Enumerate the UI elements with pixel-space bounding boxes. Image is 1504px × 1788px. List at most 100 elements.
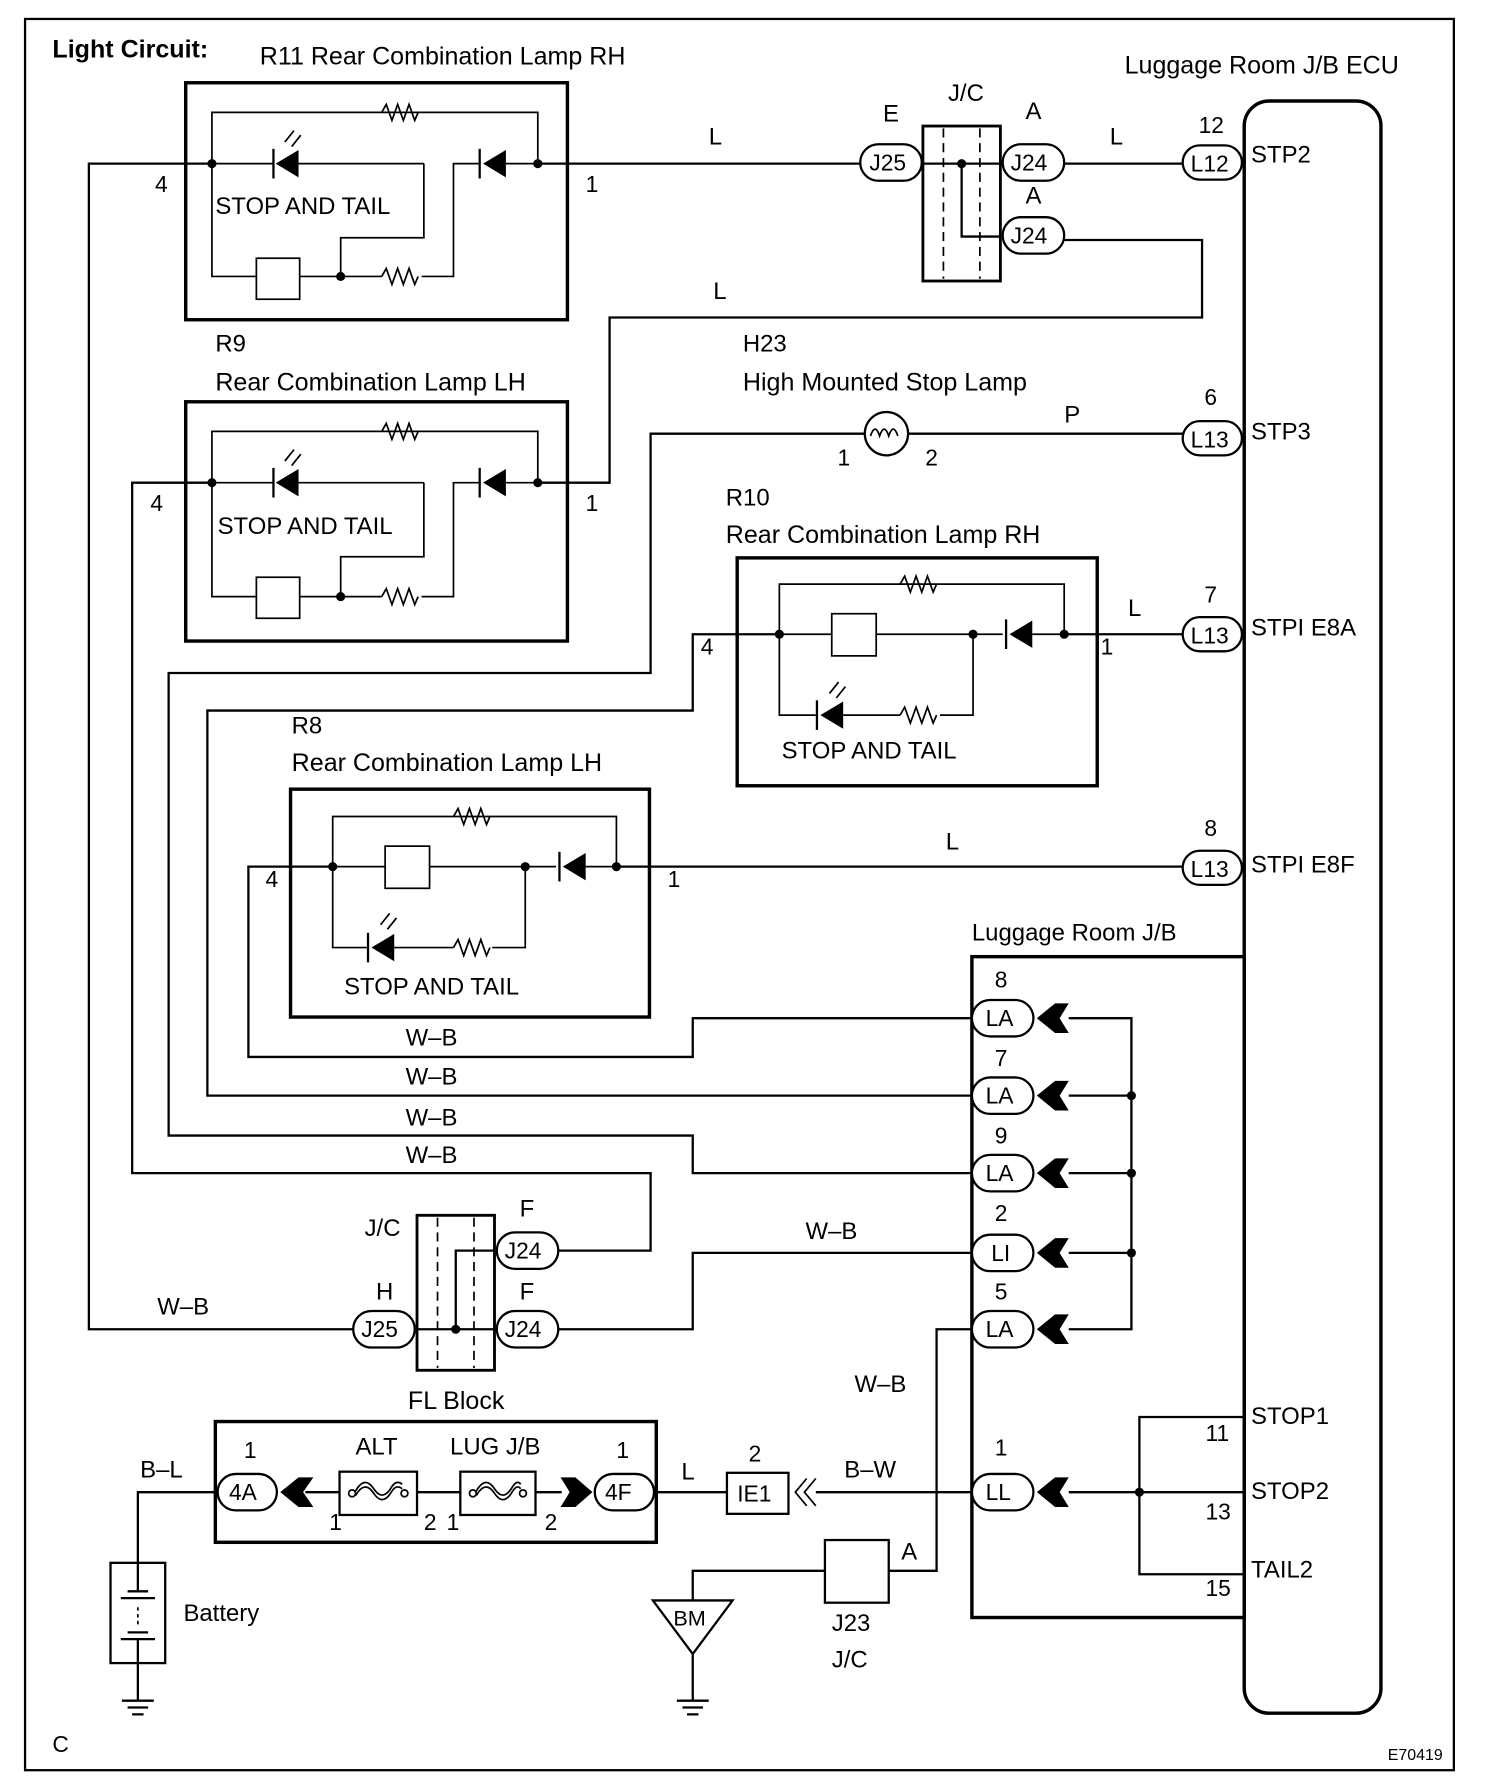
svg-text:STOP AND TAIL: STOP AND TAIL (782, 737, 957, 764)
jb-internal-bus (1068, 1017, 1245, 1576)
svg-text:A: A (1025, 98, 1041, 125)
svg-text:R9: R9 (215, 331, 246, 358)
svg-text:J24: J24 (1011, 149, 1048, 175)
svg-text:J24: J24 (505, 1238, 542, 1264)
wire-labels: L L L P L L W–B W–B W–B W–B W–B W–B W–B … (140, 123, 1141, 1485)
diagram-frame (23, 17, 1456, 1772)
svg-text:1: 1 (329, 1509, 342, 1535)
svg-text:1: 1 (586, 171, 599, 197)
svg-text:4: 4 (701, 634, 714, 660)
svg-text:H23: H23 (743, 331, 787, 358)
figure-code: E70419 (1388, 1747, 1443, 1764)
svg-text:LA: LA (986, 1005, 1015, 1031)
svg-text:STP3: STP3 (1251, 418, 1311, 445)
svg-text:7: 7 (1204, 581, 1217, 607)
svg-text:High Mounted Stop Lamp: High Mounted Stop Lamp (743, 368, 1027, 396)
diagram-title: Light Circuit: (52, 36, 208, 64)
svg-text:W–B: W–B (406, 1104, 458, 1131)
svg-text:J25: J25 (869, 149, 906, 175)
jc-j23: A J23 J/C (823, 1538, 917, 1674)
corner-letter: C (52, 1731, 68, 1757)
svg-text:Rear Combination Lamp RH: Rear Combination Lamp RH (726, 521, 1041, 549)
svg-text:H: H (376, 1279, 393, 1306)
svg-text:W–B: W–B (157, 1293, 209, 1320)
svg-text:9: 9 (995, 1123, 1008, 1149)
lamp-r11: R11 Rear Combination Lamp RH STOP AND TA… (155, 43, 625, 322)
svg-text:W–B: W–B (855, 1371, 907, 1398)
wiring (87, 162, 1204, 1601)
svg-text:W–B: W–B (406, 1063, 458, 1090)
svg-text:STOP2: STOP2 (1251, 1478, 1329, 1505)
svg-text:TAIL2: TAIL2 (1251, 1557, 1313, 1584)
svg-text:W–B: W–B (406, 1142, 458, 1169)
svg-text:STOP1: STOP1 (1251, 1403, 1329, 1430)
luggage-jb-box (970, 954, 1246, 1620)
lamp-h23: H23 High Mounted Stop Lamp 1 2 (743, 331, 1027, 471)
svg-text:STPI E8F: STPI E8F (1251, 851, 1355, 878)
svg-text:2: 2 (424, 1509, 437, 1535)
svg-text:5: 5 (995, 1279, 1008, 1305)
svg-text:R10: R10 (726, 484, 770, 511)
svg-text:LL: LL (986, 1479, 1011, 1505)
svg-text:Battery: Battery (183, 1600, 259, 1627)
ecu-pin-stp3: 6 L13 STP3 (1181, 384, 1311, 457)
svg-text:ALT: ALT (355, 1434, 397, 1461)
jc-top: J/C E A A J25 J24 J24 (859, 80, 1066, 283)
svg-text:A: A (901, 1538, 917, 1565)
svg-text:L: L (709, 123, 722, 150)
svg-text:L13: L13 (1191, 856, 1229, 882)
svg-text:1: 1 (244, 1437, 257, 1463)
svg-text:7: 7 (995, 1045, 1008, 1071)
svg-text:J/C: J/C (948, 80, 984, 107)
ecu-name: Luggage Room J/B ECU (1125, 52, 1399, 80)
svg-text:4F: 4F (605, 1479, 632, 1505)
svg-text:J/C: J/C (365, 1215, 401, 1242)
svg-text:J25: J25 (361, 1316, 398, 1342)
svg-text:J23: J23 (832, 1610, 871, 1637)
svg-text:1: 1 (586, 490, 599, 516)
svg-text:J/C: J/C (832, 1647, 868, 1674)
svg-text:L: L (713, 278, 726, 305)
svg-text:E: E (883, 100, 899, 127)
svg-text:L: L (946, 829, 959, 856)
svg-text:BM: BM (673, 1605, 705, 1630)
ecu-pin-stp2: 12 L12 STP2 (1181, 112, 1311, 181)
svg-text:STOP AND TAIL: STOP AND TAIL (215, 193, 390, 220)
svg-text:STOP AND TAIL: STOP AND TAIL (218, 513, 393, 540)
svg-text:A: A (1025, 183, 1041, 210)
svg-text:15: 15 (1205, 1575, 1230, 1601)
svg-text:2: 2 (545, 1509, 558, 1535)
svg-text:4: 4 (155, 171, 168, 197)
svg-text:Rear Combination Lamp LH: Rear Combination Lamp LH (292, 749, 602, 777)
svg-text:4: 4 (265, 866, 278, 892)
svg-text:1: 1 (837, 445, 850, 471)
svg-text:1: 1 (447, 1509, 460, 1535)
svg-text:R8: R8 (292, 712, 323, 739)
lamp-r9: R9 Rear Combination Lamp LH STOP AND TAI… (150, 331, 599, 643)
svg-text:11: 11 (1205, 1420, 1229, 1446)
svg-text:W–B: W–B (806, 1218, 858, 1245)
ground-bm: BM (650, 1599, 735, 1716)
svg-text:2: 2 (749, 1440, 762, 1466)
lamp-r8: R8 Rear Combination Lamp LH STOP AND TAI… (265, 712, 680, 1019)
svg-text:LA: LA (986, 1160, 1015, 1186)
svg-text:B–W: B–W (844, 1456, 896, 1483)
svg-text:STPI E8A: STPI E8A (1251, 614, 1356, 641)
svg-text:L: L (681, 1459, 694, 1486)
svg-text:FL Block: FL Block (408, 1387, 505, 1415)
svg-text:P: P (1064, 401, 1080, 428)
svg-text:B–L: B–L (140, 1456, 183, 1483)
svg-text:J24: J24 (505, 1316, 542, 1342)
svg-text:LUG J/B: LUG J/B (450, 1434, 540, 1461)
svg-text:LA: LA (986, 1316, 1015, 1342)
ecu-body (1242, 99, 1383, 1715)
svg-text:L: L (1110, 123, 1123, 150)
svg-text:LI: LI (991, 1240, 1010, 1266)
battery: Battery (109, 1561, 259, 1716)
svg-text:2: 2 (995, 1200, 1008, 1226)
svg-text:6: 6 (1204, 384, 1217, 410)
svg-text:LA: LA (986, 1083, 1015, 1109)
lamp-r10: R10 Rear Combination Lamp RH STOP AND TA… (701, 484, 1113, 788)
svg-text:L: L (1128, 595, 1141, 622)
